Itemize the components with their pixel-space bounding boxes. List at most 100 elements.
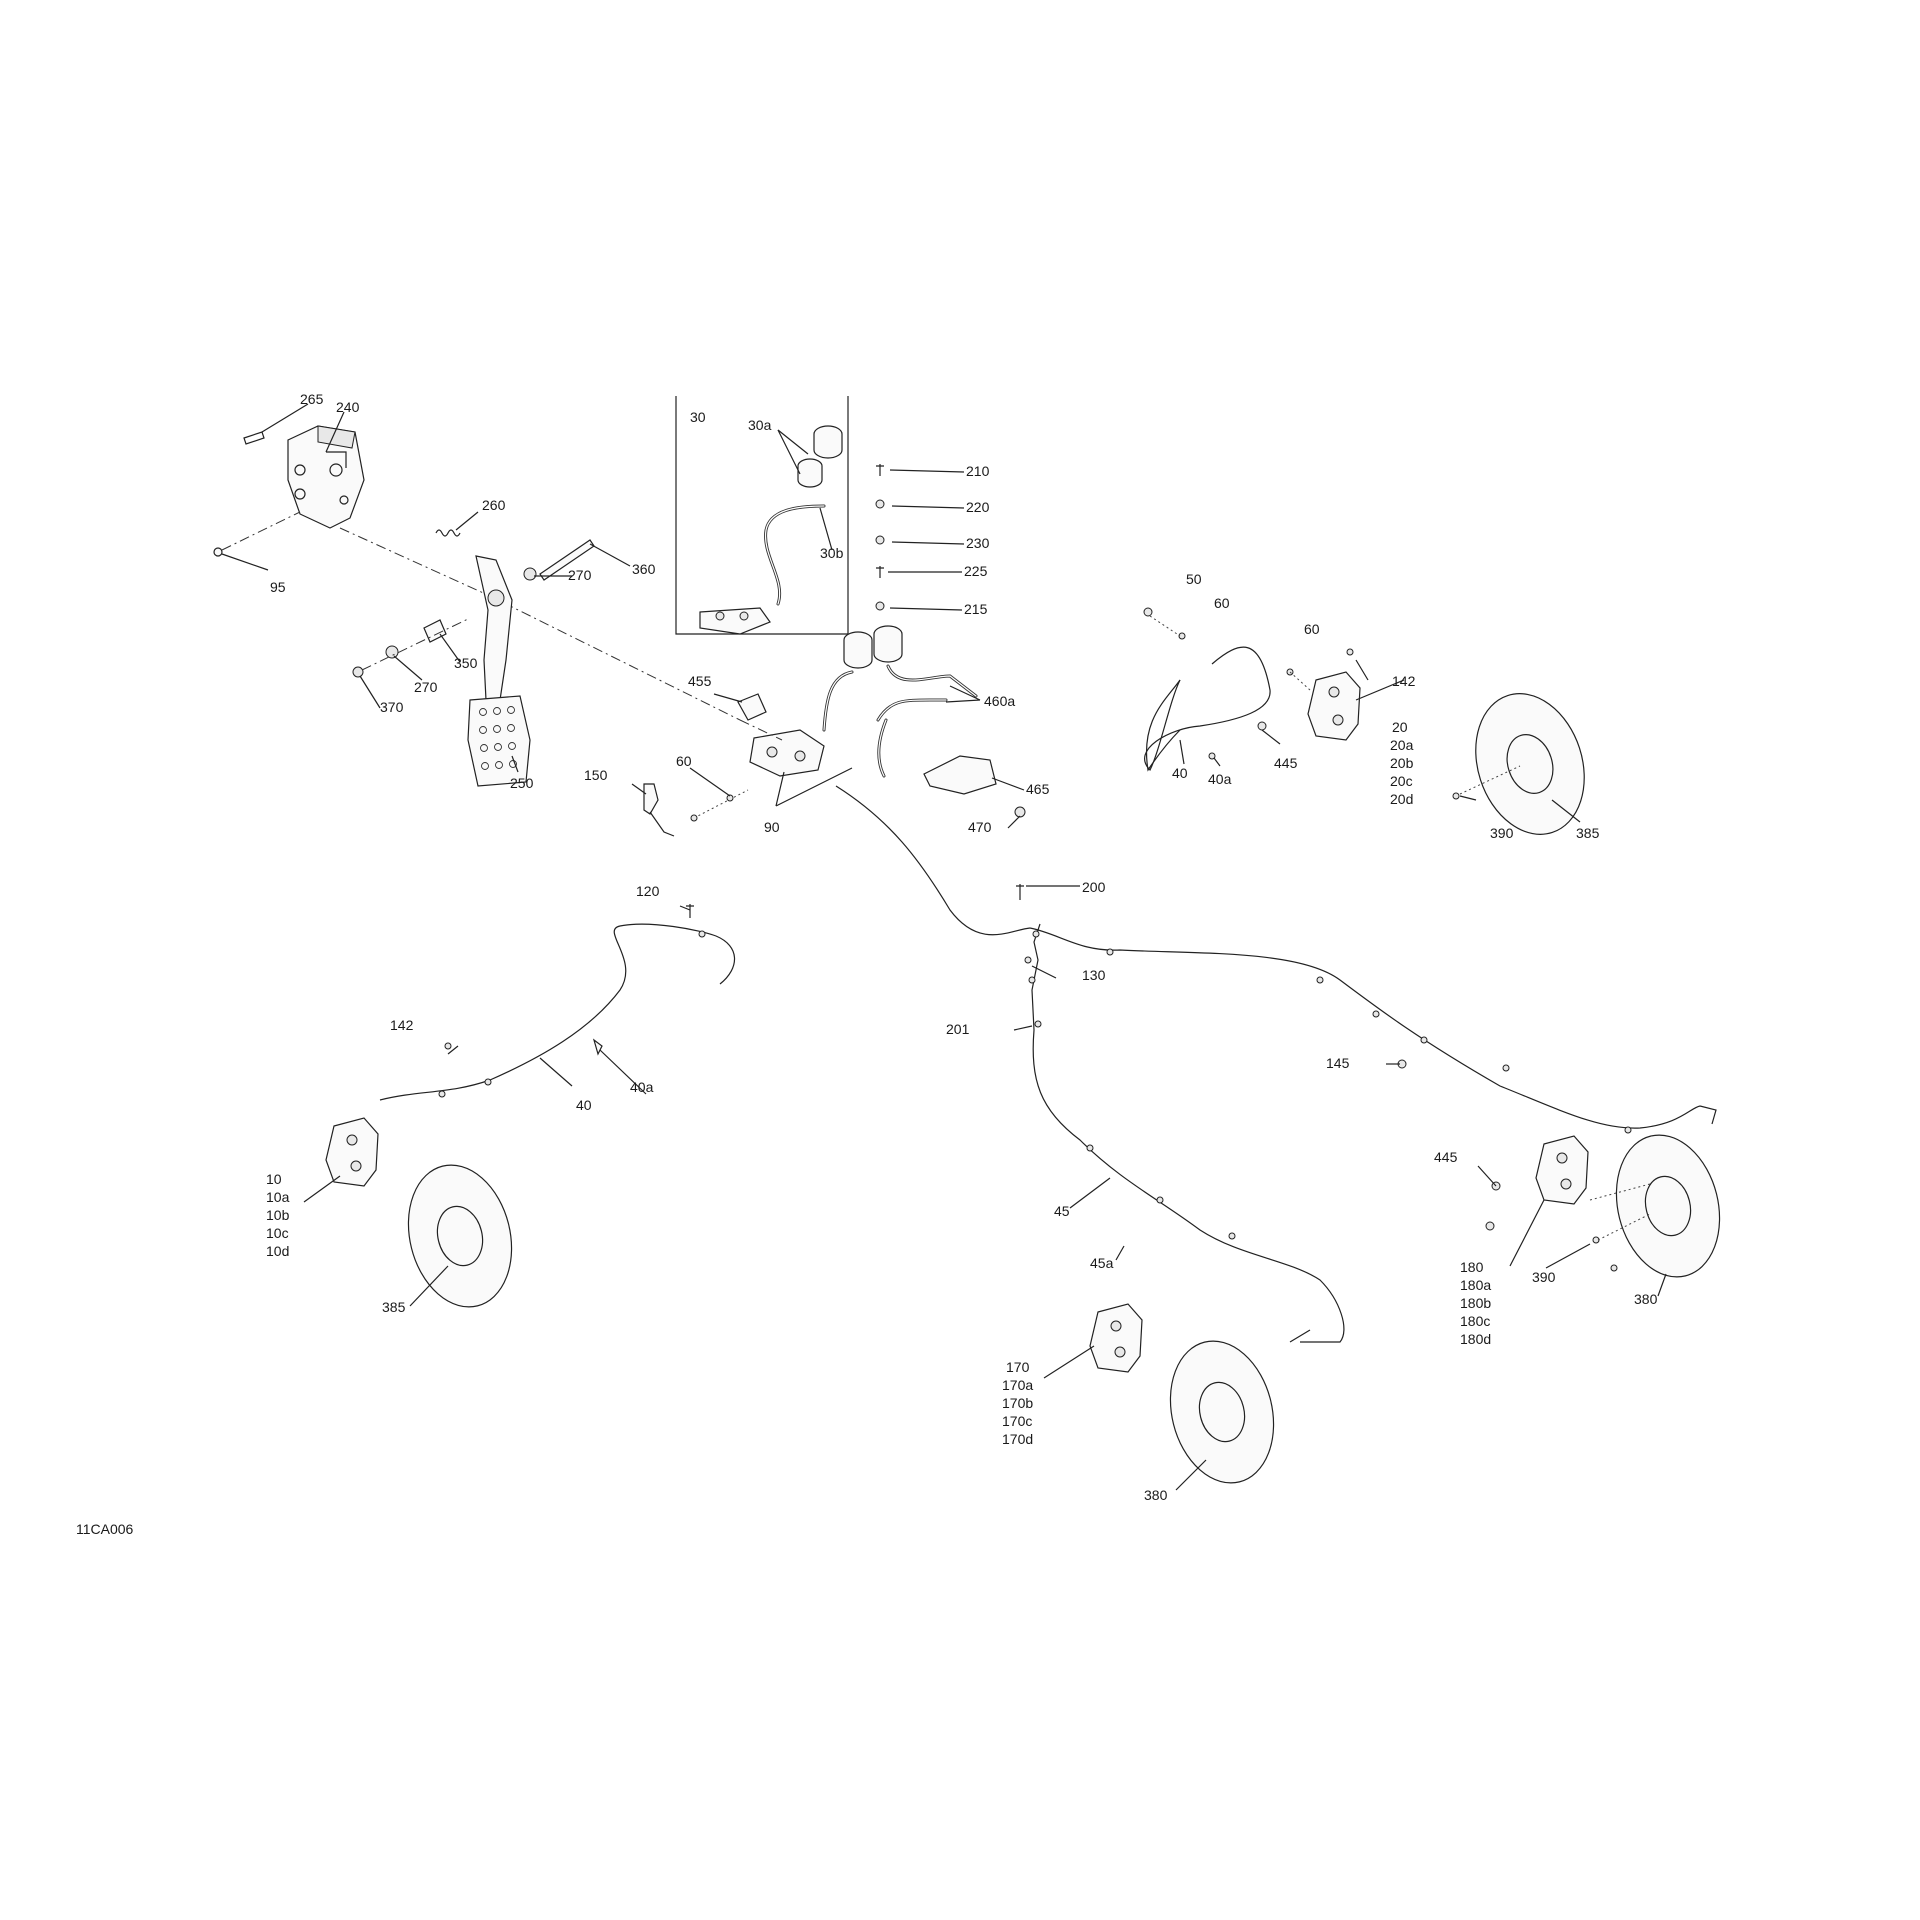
figure-reference-code: 11CA006 — [76, 1521, 134, 1537]
callout-10: 10 — [266, 1171, 282, 1187]
bushing-270-lower — [385, 645, 399, 659]
axis-line-main — [339, 527, 741, 721]
caliper-180 — [1535, 1135, 1589, 1205]
callout-50: 50 — [1186, 571, 1202, 587]
callout-170a: 170a — [1002, 1377, 1033, 1393]
callout-10c: 10c — [266, 1225, 289, 1241]
callout-260: 260 — [482, 497, 506, 513]
nut-60-mid — [726, 794, 734, 802]
callout-201: 201 — [946, 1021, 970, 1037]
callout-20: 20 — [1392, 719, 1408, 735]
callout-180a: 180a — [1460, 1277, 1491, 1293]
brake-line-main — [835, 785, 1031, 936]
callout-215: 215 — [964, 601, 988, 617]
leader-dot-60 — [693, 789, 749, 819]
clip-40a-left — [592, 1038, 603, 1056]
callout-60-right-a: 60 — [1214, 595, 1230, 611]
callout-445-left: 445 — [1434, 1149, 1458, 1165]
callout-20a: 20a — [1390, 737, 1414, 753]
callout-labels: 265 240 260 95 360 270 350 270 370 250 3… — [266, 391, 1658, 1503]
callout-210: 210 — [966, 463, 990, 479]
callout-470: 470 — [968, 819, 992, 835]
callout-180c: 180c — [1460, 1313, 1490, 1329]
bolt-445-right — [1257, 721, 1267, 731]
callout-10d: 10d — [266, 1243, 289, 1259]
clip-142-left — [444, 1042, 452, 1050]
callout-455: 455 — [688, 673, 712, 689]
callout-40a-left: 40a — [630, 1079, 654, 1095]
callout-30b: 30b — [820, 545, 844, 561]
callout-270-lower: 270 — [414, 679, 438, 695]
sleeve-350 — [423, 619, 447, 643]
master-cylinder — [749, 625, 903, 777]
clip-130 — [1024, 956, 1032, 964]
callout-95: 95 — [270, 579, 286, 595]
callout-45a: 45a — [1090, 1255, 1114, 1271]
nut-60-right-a — [1178, 632, 1186, 640]
axis-line-master — [739, 719, 783, 741]
brake-line-40-right — [1144, 646, 1271, 772]
callout-200: 200 — [1082, 879, 1106, 895]
brake-disc-385-right — [1475, 693, 1585, 835]
callout-170d: 170d — [1002, 1431, 1033, 1447]
brake-disc-380-right — [1615, 1134, 1721, 1278]
brake-disc-385-left — [407, 1164, 513, 1308]
callout-265: 265 — [300, 391, 324, 407]
caliper-10 — [325, 1117, 379, 1187]
bolt-390-lower-b — [1610, 1264, 1618, 1272]
callout-90: 90 — [764, 819, 780, 835]
nut-60-left — [690, 814, 698, 822]
clip-40a-right — [1208, 752, 1216, 760]
callout-142-right: 142 — [1392, 673, 1416, 689]
callout-360: 360 — [632, 561, 656, 577]
switch-455 — [737, 693, 767, 721]
caliper-170 — [1089, 1303, 1143, 1373]
callout-380-center: 380 — [1144, 1487, 1168, 1503]
callout-30a: 30a — [748, 417, 772, 433]
callout-130: 130 — [1082, 967, 1106, 983]
callout-40-right: 40 — [1172, 765, 1188, 781]
callout-380-right: 380 — [1634, 1291, 1658, 1307]
callout-460a: 460a — [984, 693, 1015, 709]
line-clips-left — [438, 930, 706, 1098]
callout-20b: 20b — [1390, 755, 1414, 771]
brake-line-40-left — [379, 923, 736, 1101]
nut-370 — [352, 666, 364, 678]
callout-445-right: 445 — [1274, 755, 1298, 771]
callout-180d: 180d — [1460, 1331, 1491, 1347]
callout-40a-right: 40a — [1208, 771, 1232, 787]
bolt-50 — [1143, 607, 1153, 617]
bushing-270-upper — [523, 567, 537, 581]
bolt-445-lower — [1485, 1221, 1495, 1231]
callout-240: 240 — [336, 399, 360, 415]
callout-20c: 20c — [1390, 773, 1413, 789]
brake-line-45 — [1032, 1029, 1345, 1343]
callout-170b: 170b — [1002, 1395, 1033, 1411]
line-clips — [1028, 930, 1632, 1240]
callout-45: 45 — [1054, 1203, 1070, 1219]
inset-panel-30 — [675, 396, 849, 635]
callout-465: 465 — [1026, 781, 1050, 797]
callout-230: 230 — [966, 535, 990, 551]
callout-225: 225 — [964, 563, 988, 579]
bolt-95 — [213, 547, 223, 557]
pin-265 — [243, 431, 265, 445]
callout-60-left: 60 — [676, 753, 692, 769]
callout-30: 30 — [690, 409, 706, 425]
leader-lines — [221, 403, 1667, 1491]
callout-390-right: 390 — [1490, 825, 1514, 841]
callout-180b: 180b — [1460, 1295, 1491, 1311]
hose-460a-lower — [876, 698, 948, 722]
bracket-465 — [923, 755, 997, 795]
fitting-45 — [1289, 1329, 1311, 1343]
callout-170c: 170c — [1002, 1413, 1032, 1429]
bolt-390-right — [1452, 792, 1460, 800]
callout-10b: 10b — [266, 1207, 290, 1223]
fastener-column — [875, 464, 885, 611]
spring-260 — [435, 529, 461, 537]
callout-145: 145 — [1326, 1055, 1350, 1071]
callout-250: 250 — [510, 775, 534, 791]
grommet-470 — [1014, 806, 1026, 818]
